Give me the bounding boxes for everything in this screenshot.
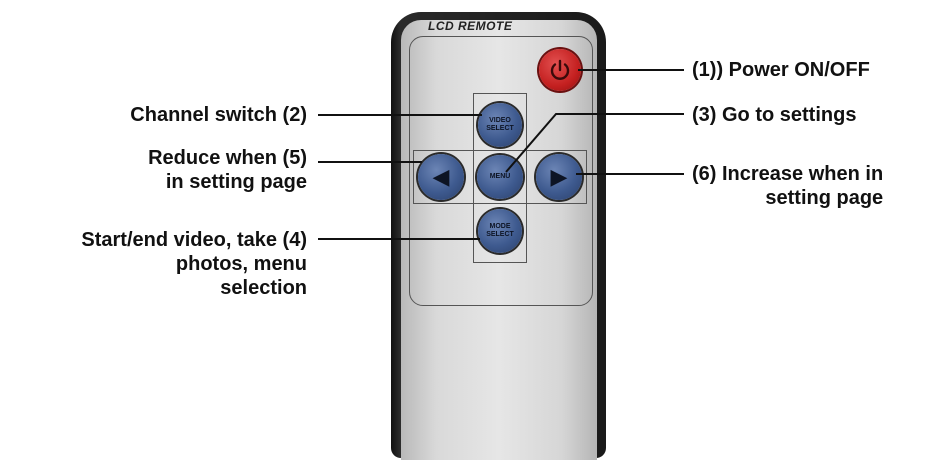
settings-callout: (3) Go to settings: [692, 104, 857, 126]
video-select-label: VIDEO SELECT: [486, 117, 514, 132]
menu-button[interactable]: MENU: [477, 155, 523, 199]
right-arrow-icon: ▶: [550, 164, 568, 189]
dpad-vertical-outline: [473, 93, 527, 263]
increase-callout-line1: (6) Increase when in: [692, 163, 884, 185]
left-button[interactable]: ◀: [418, 154, 464, 200]
mode-select-label: MODE SELECT: [486, 223, 514, 238]
start-callout-line1: Start/end video, take (4): [81, 229, 307, 251]
reduce-callout-line1: Reduce when (5): [148, 147, 307, 169]
increase-callout: (6) Increase when in setting page: [692, 162, 883, 210]
reduce-callout: Reduce when (5) in setting page: [148, 146, 307, 194]
power-leader: [578, 69, 684, 71]
reduce-leader: [318, 161, 422, 163]
power-callout: (1)) Power ON/OFF: [692, 59, 870, 81]
start-callout-line2: photos, menu: [175, 253, 307, 275]
mode-select-button[interactable]: MODE SELECT: [478, 209, 522, 253]
start-callout-line3: selection: [220, 277, 307, 299]
start-leader: [318, 238, 480, 240]
increase-leader: [576, 173, 684, 175]
increase-callout-line2: setting page: [765, 187, 884, 209]
menu-label: MENU: [489, 173, 511, 180]
video-select-button[interactable]: VIDEO SELECT: [478, 103, 522, 147]
remote-brand: LCD REMOTE: [428, 19, 513, 33]
left-arrow-icon: ◀: [432, 164, 450, 189]
dpad-horizontal-outline: [413, 150, 587, 204]
channel-callout: Channel switch (2): [130, 104, 307, 126]
start-callout: Start/end video, take (4) photos, menu s…: [81, 228, 307, 300]
channel-leader: [318, 114, 482, 116]
power-icon: [550, 59, 570, 80]
right-button[interactable]: ▶: [536, 154, 582, 200]
power-button[interactable]: [539, 49, 581, 91]
reduce-callout-line2: in setting page: [165, 171, 307, 193]
